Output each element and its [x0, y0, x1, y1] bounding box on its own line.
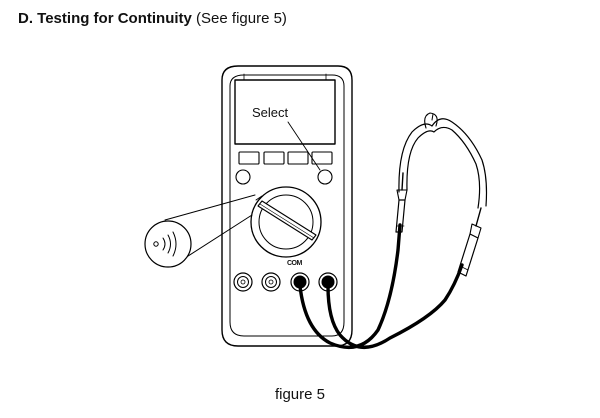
right-round-button: [317, 169, 333, 185]
lcd-display: [234, 79, 336, 145]
com-test-lead: [298, 223, 402, 349]
select-leader-line: [287, 121, 321, 171]
left-round-button: [235, 169, 251, 185]
v-ohm-test-lead: [326, 263, 464, 349]
rotary-dial-outer: [250, 186, 322, 258]
section-heading: D. Testing for Continuity (See figure 5): [18, 10, 287, 27]
section-title: D. Testing for Continuity: [18, 10, 192, 27]
input-jack-a: [233, 272, 253, 292]
continuity-icon: [153, 231, 177, 257]
com-jack-label: COM: [287, 260, 302, 267]
figure-caption: figure 5: [274, 386, 326, 403]
dial-pointer: [257, 200, 317, 241]
red-probe-tip: [475, 207, 482, 227]
input-jack-ma: [261, 272, 281, 292]
rotary-dial-inner: [258, 194, 314, 250]
callout-leader-lower: [184, 214, 253, 259]
function-button-1: [238, 151, 260, 165]
multimeter-inner-frame: [229, 74, 345, 337]
function-button-3: [287, 151, 309, 165]
black-probe-tip: [401, 172, 404, 191]
figure-reference: (See figure 5): [196, 10, 287, 27]
wire-loop-inner: [406, 126, 481, 209]
function-button-2: [263, 151, 285, 165]
select-label: Select: [252, 105, 289, 120]
wire-loop-outer: [398, 118, 488, 207]
callout-leader-upper: [164, 194, 256, 221]
callout-bubble: [144, 220, 192, 268]
